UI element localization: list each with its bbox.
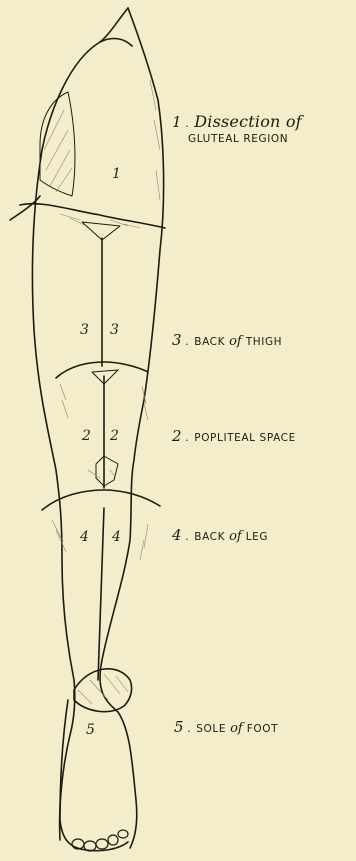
label-thigh-text: BACK	[194, 336, 225, 348]
popliteal-diamond	[96, 456, 118, 486]
label-leg-of: of	[229, 529, 242, 544]
label-gluteal-number: 1	[172, 113, 182, 131]
label-foot-text: SOLE	[196, 723, 226, 735]
hip-top	[100, 39, 132, 46]
label-foot-number: 5	[174, 718, 184, 736]
leg-outline-left	[32, 8, 128, 840]
region-number-leg-right: 4	[111, 529, 121, 545]
label-leg-number: 4	[172, 526, 182, 544]
region-number-thigh-left: 3	[80, 322, 89, 338]
label-popliteal-text: POPLITEAL SPACE	[194, 432, 296, 444]
region-number-foot: 5	[86, 722, 95, 738]
femoral-triangle	[82, 222, 120, 240]
label-popliteal-number: 2	[172, 427, 182, 445]
label-gluteal-title: Dissection of	[194, 112, 302, 131]
label-foot-of: of	[230, 721, 243, 736]
label-thigh-number: 3	[172, 331, 182, 349]
region-number-popliteal-right: 2	[109, 428, 119, 444]
label-foot-part: FOOT	[247, 723, 278, 735]
label-thigh-of: of	[229, 334, 242, 349]
label-gluteal: 1.Dissection of GLUTEAL REGION	[172, 112, 302, 145]
region-number-leg-left: 4	[79, 529, 89, 545]
gluteal-window	[40, 92, 75, 196]
label-leg-text: BACK	[194, 531, 225, 543]
popliteal-diamond-top	[92, 370, 118, 384]
label-popliteal: 2.POPLITEAL SPACE	[172, 427, 296, 445]
gluteal-border	[20, 204, 165, 228]
ankle-circle	[74, 669, 132, 712]
region-numbers: 1 3 3 2 2 4 4 5	[79, 166, 121, 738]
region-number-gluteal: 1	[112, 166, 121, 182]
label-thigh-part: THIGH	[246, 336, 282, 348]
label-leg-part: LEG	[246, 531, 268, 543]
region-number-popliteal-left: 2	[81, 428, 91, 444]
label-gluteal-subtitle: GLUTEAL REGION	[172, 133, 302, 145]
hatching	[44, 80, 160, 704]
region-number-thigh-right: 3	[110, 322, 119, 338]
toes	[72, 830, 128, 851]
